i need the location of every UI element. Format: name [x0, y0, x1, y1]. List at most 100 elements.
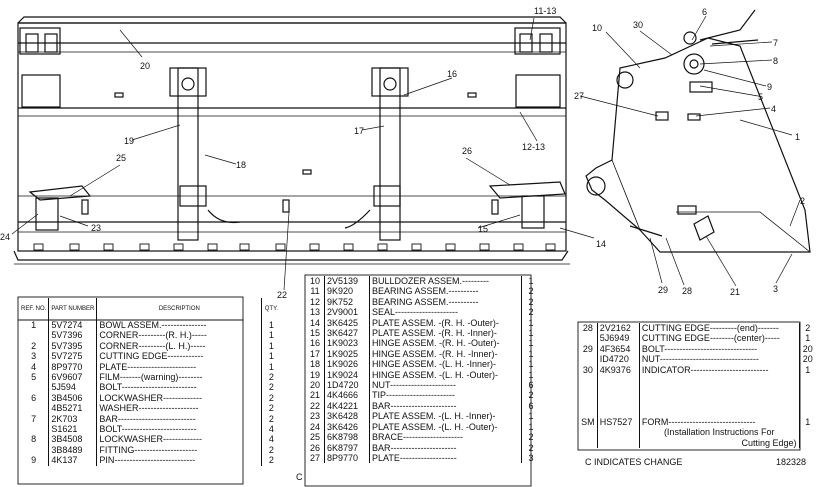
qty-cell: 1: [268, 351, 274, 362]
callout-15: 15: [478, 224, 488, 234]
part-number-cell: 9K920: [324, 286, 370, 297]
callout-19: 19: [124, 136, 134, 146]
ref-cell: 5: [19, 372, 50, 383]
callout-3: 3: [773, 284, 778, 294]
description-cell: INDICATOR--------------------------: [639, 364, 800, 376]
callout-4: 4: [771, 104, 776, 114]
qty-cell: 6: [528, 380, 534, 391]
ref-cell: 16: [306, 338, 325, 349]
qty-cell: 1: [268, 330, 274, 341]
part-number-cell: 1K9024: [324, 369, 370, 381]
callout-29: 29: [658, 285, 668, 295]
table-row: (Installation Instructions For: [579, 427, 816, 438]
description-cell: NUT---------------------------------: [639, 354, 800, 365]
header-part-number: PART NUMBER: [48, 298, 98, 320]
qty-cell: 1: [268, 361, 274, 372]
ref-cell: 17: [306, 348, 325, 360]
description-cell: BEARING ASSEM.----------: [369, 286, 522, 297]
callout-27: 27: [574, 91, 584, 101]
description-cell: PLATE ASSEM. -(L. H. -Inner)-: [369, 411, 522, 422]
ref-cell: 3: [19, 351, 50, 362]
description-cell: SEAL---------------------: [369, 307, 522, 318]
ref-cell: [19, 330, 50, 341]
description-cell: BOLT-------------------------------: [639, 343, 800, 355]
ref-cell: 11: [306, 286, 325, 297]
description-cell: FITTING---------------------: [96, 444, 263, 456]
part-number-cell: 1K9025: [324, 348, 370, 360]
ref-cell: 20: [306, 380, 325, 391]
description-cell: BRACE--------------------: [369, 432, 522, 443]
description-cell: PLATE ASSEM. -(R. H. -Inner)-: [369, 328, 522, 339]
part-number-cell: 5J6949: [597, 333, 640, 344]
qty-cell: 2: [268, 382, 274, 393]
part-number-cell: 5V7275: [48, 351, 98, 362]
qty-cell: 2: [805, 323, 811, 333]
part-number-cell: 2K703: [48, 413, 98, 425]
ref-cell: 2: [19, 340, 50, 352]
change-note: C INDICATES CHANGE: [585, 457, 683, 467]
part-number-cell: 5V7274: [48, 320, 98, 331]
ref-cell: 10: [306, 276, 325, 287]
description-cell: CUTTING EDGE------------: [96, 351, 263, 362]
qty-cell: 1: [528, 369, 534, 380]
description-cell: BEARING ASSEM.----------: [369, 296, 522, 308]
ref-cell: 6: [19, 392, 50, 404]
qty-cell: 2: [268, 455, 274, 466]
cutting-edge-bolts: [33, 243, 556, 251]
ref-cell: 22: [306, 400, 325, 412]
part-number-cell: 4K4666: [324, 390, 370, 401]
description-cell: FORM-----------------------------: [639, 417, 800, 428]
ref-cell: [19, 382, 50, 393]
ref-cell: 14: [306, 317, 325, 329]
description-cell: CORNER---------(R. H.)-----: [96, 330, 263, 341]
part-number-cell: 3B8489: [48, 444, 98, 456]
header-qty: QTY.: [264, 305, 278, 312]
illustration-number: 182328: [776, 457, 807, 467]
part-number-cell: 3B4506: [48, 392, 98, 404]
description-cell: PLATE ASSEM. -(L. H. -Outer)-: [369, 421, 522, 433]
part-number-cell: 3K6427: [324, 328, 370, 339]
qty-cell: 2: [268, 444, 274, 455]
description-cell: BOWL ASSEM.---------------: [96, 320, 263, 331]
qty-cell: 1: [528, 348, 534, 359]
callout-20: 20: [140, 61, 150, 71]
description-cell: HINGE ASSEM. -(R. H. -Inner)-: [369, 348, 522, 360]
qty-cell: 2: [268, 403, 274, 414]
part-number-cell: 4K137: [48, 455, 98, 466]
qty-cell: 2: [268, 392, 274, 403]
qty-cell: 20: [802, 343, 813, 354]
part-number-cell: 2V5139: [324, 276, 370, 287]
callout-12-13: 12-13: [522, 142, 545, 152]
part-number-cell: 4F3654: [597, 343, 640, 355]
callout-21: 21: [730, 287, 740, 297]
qty-cell: 1: [268, 340, 274, 351]
part-number-cell: 3K6426: [324, 421, 370, 433]
callout-9: 9: [767, 82, 772, 92]
part-number-cell: 3K6428: [324, 411, 370, 422]
header-description: DESCRIPTION: [96, 298, 263, 320]
qty-cell: 1: [528, 276, 534, 286]
